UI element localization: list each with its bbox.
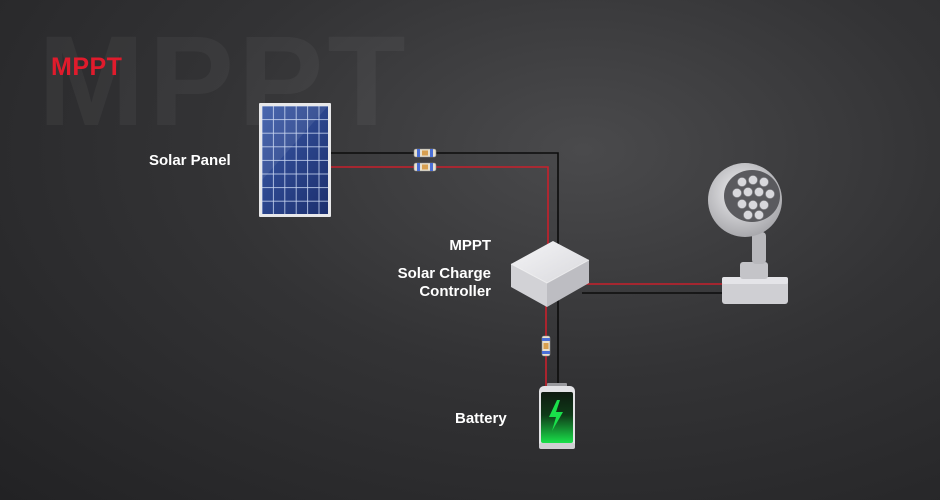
load-wires — [582, 283, 722, 294]
charge-controller-label: MPPT Solar Charge Controller — [398, 237, 491, 301]
brand-title: MPPT — [51, 53, 123, 81]
fuse-icon — [541, 335, 551, 357]
battery-label: Battery — [455, 410, 507, 427]
solar-panel-label: Solar Panel — [149, 152, 231, 169]
panel-negative-wire — [330, 152, 559, 258]
solar-panel-icon — [259, 103, 331, 217]
bolt-icon — [549, 400, 563, 431]
panel-wires — [330, 152, 559, 258]
controller-label-line: Solar Charge — [397, 265, 491, 282]
controller-label-line: MPPT — [449, 237, 491, 254]
fuse-icon — [413, 162, 437, 172]
charge-controller-icon — [510, 241, 590, 307]
fuse-icon — [413, 148, 437, 158]
led-spotlight-icon — [708, 163, 788, 304]
panel-positive-wire — [330, 166, 549, 258]
battery-icon — [539, 383, 575, 449]
controller-label-line: Controller — [419, 283, 491, 300]
background-watermark: MPPT — [38, 18, 410, 146]
